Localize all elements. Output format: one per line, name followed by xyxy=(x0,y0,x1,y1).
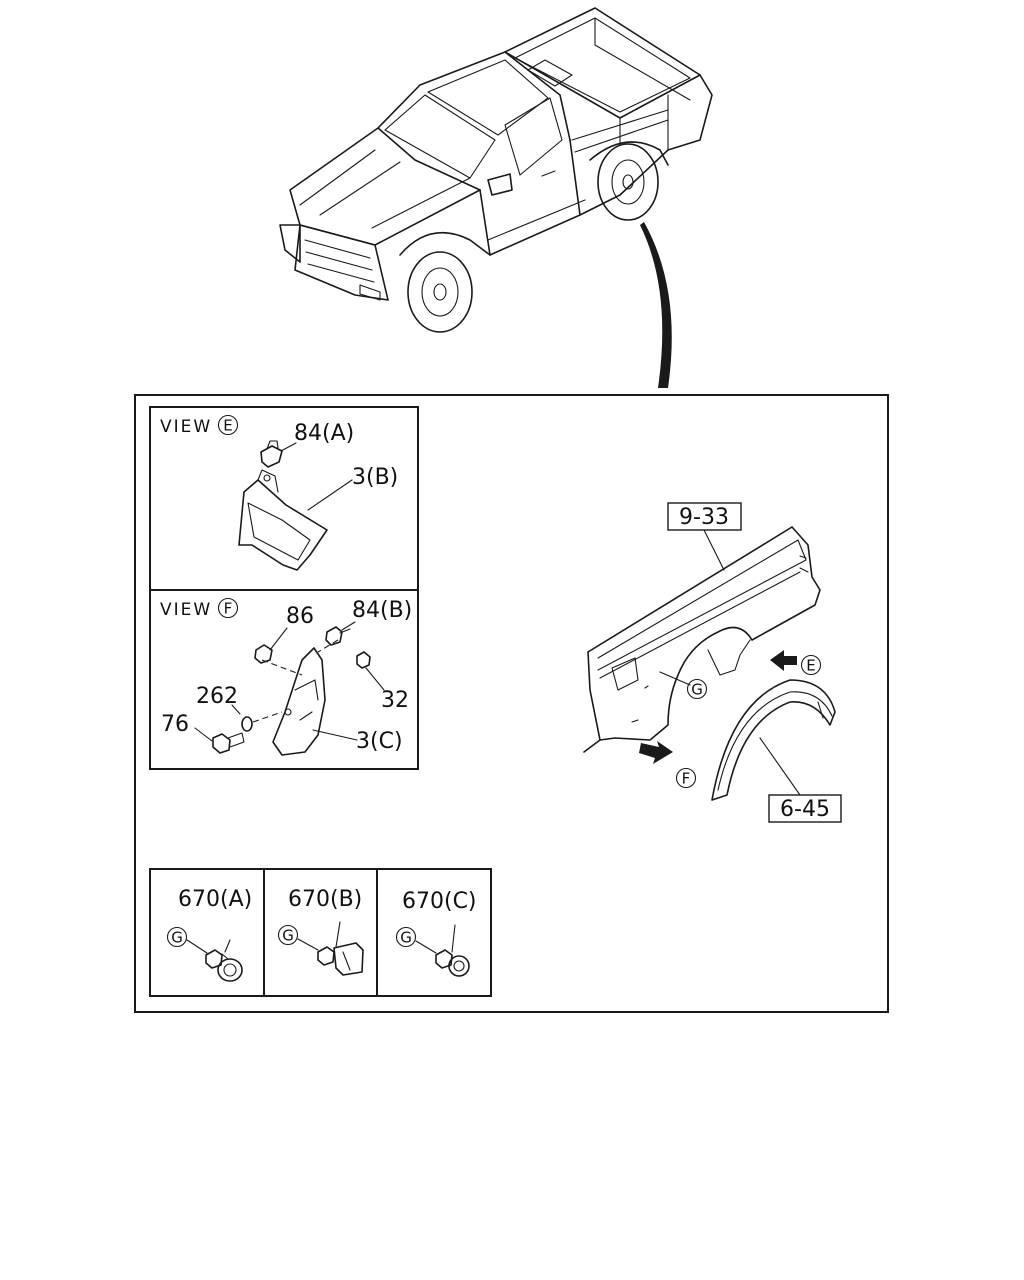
clip-670a-icon xyxy=(205,939,243,982)
part-3b-bracket xyxy=(238,469,353,571)
part-262-washer xyxy=(231,704,283,732)
label-3c: 3(C) xyxy=(356,729,403,754)
clip-670b-icon xyxy=(317,921,364,976)
view-e-letter: E xyxy=(223,417,232,435)
clips-frame xyxy=(149,868,492,997)
label-670c: 670(C) xyxy=(402,889,477,914)
label-86: 86 xyxy=(286,604,314,629)
label-76: 76 xyxy=(161,712,189,737)
part-86-clip xyxy=(254,627,288,664)
label-262: 262 xyxy=(196,684,238,709)
views-frame xyxy=(149,406,419,770)
clip-670c-icon xyxy=(435,924,470,977)
view-e-arrow xyxy=(770,650,797,671)
label-32: 32 xyxy=(381,688,409,713)
panel-clip-marker: G xyxy=(691,681,703,699)
main-frame xyxy=(134,394,889,1013)
label-670b: 670(B) xyxy=(288,887,362,912)
part-3c-mudflap xyxy=(261,639,358,756)
clip-b-marker: G xyxy=(282,927,294,945)
part-84a-clip xyxy=(260,440,297,468)
view-e-prefix: VIEW xyxy=(160,417,212,437)
part-84b-screw xyxy=(325,621,356,646)
label-670a: 670(A) xyxy=(178,887,252,912)
view-f-arrow xyxy=(639,741,673,764)
label-84a: 84(A) xyxy=(294,421,354,446)
label-6-45: 6-45 xyxy=(780,797,830,822)
arrow-f-letter: F xyxy=(682,770,691,788)
wheel-arch-trim xyxy=(711,679,836,801)
pickup-truck-illustration xyxy=(279,7,713,388)
arrow-e-letter: E xyxy=(806,657,815,675)
part-76-bolt xyxy=(194,727,245,754)
label-84b: 84(B) xyxy=(352,598,412,623)
clip-a-marker: G xyxy=(171,929,183,947)
view-f-prefix: VIEW xyxy=(160,600,212,620)
view-f-letter: F xyxy=(224,600,233,618)
clip-c-marker: G xyxy=(400,929,412,947)
label-9-33: 9-33 xyxy=(679,505,729,530)
rear-body-side-panel xyxy=(583,526,821,753)
part-32-nut xyxy=(356,651,385,691)
label-3b: 3(B) xyxy=(352,465,398,490)
